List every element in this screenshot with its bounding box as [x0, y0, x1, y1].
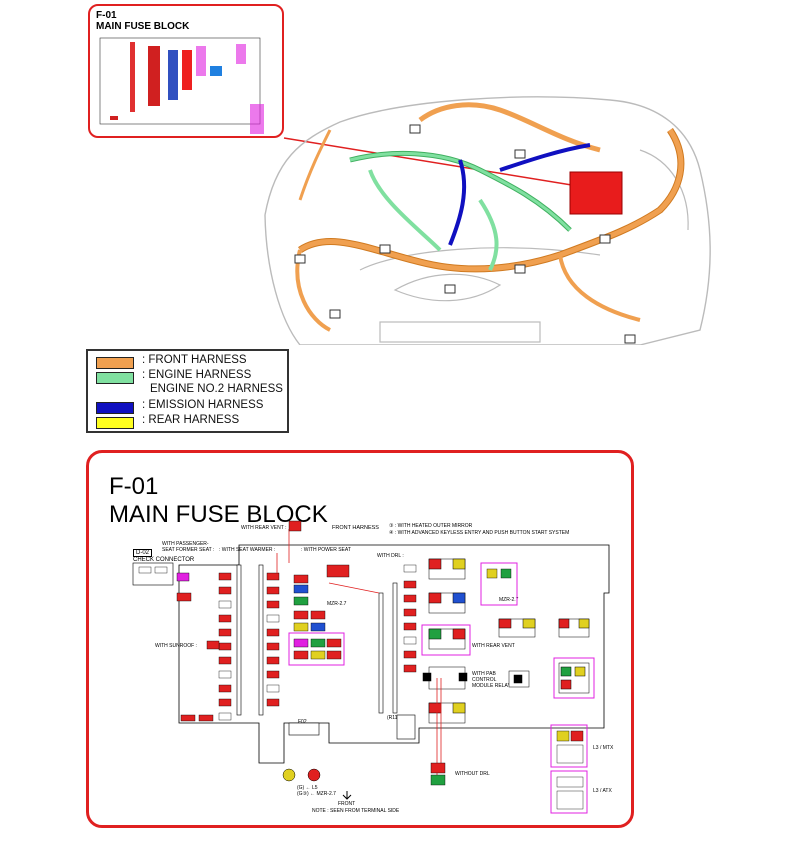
with-rear-vent-mid: WITH REAR VENT: [472, 643, 515, 649]
with-pab-1: WITH PAB: [472, 671, 496, 677]
note-heated-mirror: ③ : WITH HEATED OUTER MIRROR: [389, 523, 473, 529]
f02-label: F02: [298, 719, 307, 725]
with-rear-vent-top: WITH REAR VENT :: [241, 525, 287, 531]
engine-harness-swatch: [96, 372, 134, 384]
with-seat-warmer: : WITH SEAT WARMER :: [219, 547, 276, 553]
note-terminal-side: NOTE : SEEN FROM TERMINAL SIDE: [312, 808, 400, 814]
inset-diagram-icon: [99, 37, 264, 134]
panel-id: F-01: [109, 473, 159, 500]
mzr-label-1: MZR-2.7: [327, 601, 347, 607]
without-drl-label: WITHOUT DRL: [455, 771, 490, 777]
with-pab-2: CONTROL: [472, 677, 497, 683]
front-harness-label: FRONT HARNESS: [332, 525, 379, 531]
inset-id: F-01: [96, 10, 117, 21]
with-power-seat: : WITH POWER SEAT: [301, 547, 351, 553]
with-sunroof: WITH SUNROOF :: [155, 643, 197, 649]
note-keyless-entry: ④ : WITH ADVANCED KEYLESS ENTRY AND PUSH…: [389, 530, 570, 536]
fuse-block-diagram: [132, 520, 610, 814]
main-fuse-block-highlight: [569, 171, 623, 215]
l3-mtx-label: L3 / MTX: [593, 745, 614, 751]
inset-thumbnail: F-01 MAIN FUSE BLOCK: [88, 4, 284, 138]
rear-harness-swatch: [96, 417, 134, 429]
front-harness-swatch: [96, 357, 134, 369]
with-drl-top: WITH DRL :: [377, 553, 404, 559]
r11-label: (R11): [387, 715, 400, 721]
fuse-block-panel: F-01 MAIN FUSE BLOCK FRONT HARNESS ③ : W…: [86, 450, 634, 828]
callout-line: [283, 137, 591, 189]
l3-atx-label: L3 / ATX: [593, 788, 612, 794]
check-connector-id: D-02: [133, 549, 153, 557]
inset-title: MAIN FUSE BLOCK: [96, 21, 190, 32]
bottom-note-1: (G) ← L5: [297, 785, 318, 791]
bottom-note-2: (G③) ← MZR-2.7: [297, 791, 336, 797]
front-arrow-label: FRONT: [338, 801, 356, 807]
mzr-label-2: MZR-2.7: [499, 597, 519, 603]
with-pab-3: MODULE RELAY: [472, 683, 511, 689]
front-arrow-icon: [342, 791, 352, 800]
seat-former: SEAT FORMER SEAT :: [162, 547, 215, 553]
harness-illustration: [264, 96, 711, 345]
harness-legend: : FRONT HARNESS : ENGINE HARNESS ENGINE …: [86, 349, 289, 433]
check-connector-label: CHECK CONNECTOR: [133, 557, 195, 563]
emission-harness-swatch: [96, 402, 134, 414]
with-passenger: WITH PASSENGER-: [162, 541, 209, 547]
